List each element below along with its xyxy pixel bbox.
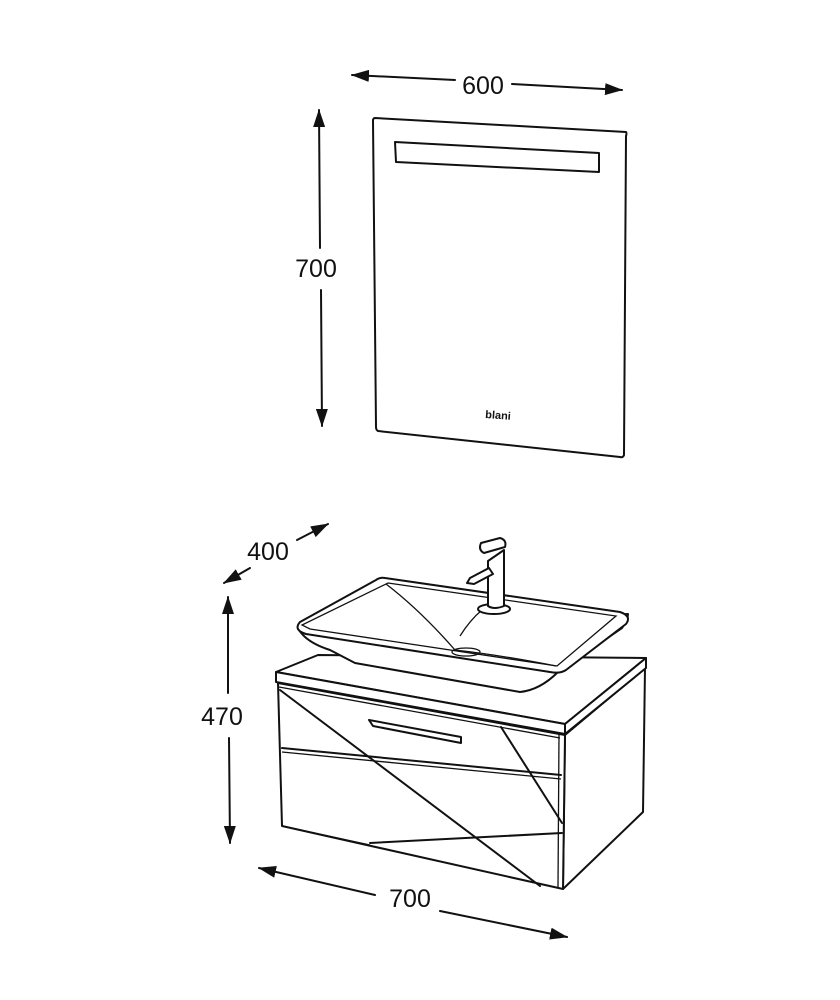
vessel-basin	[296, 576, 629, 693]
vanity-height-label: 470	[201, 703, 243, 731]
led-light-strip	[394, 141, 600, 173]
drawer-divider	[281, 747, 562, 776]
vanity-depth-arrow-front	[223, 567, 251, 584]
decorative-grooves	[279, 689, 563, 887]
mirror-height-dimension: 700	[295, 109, 337, 427]
vanity-width-arrow-right	[439, 910, 568, 940]
vanity-width-label: 700	[389, 885, 431, 913]
faucet-lever	[479, 537, 507, 554]
vanity-width-arrow-left	[258, 866, 376, 896]
mirror-height-label: 700	[295, 255, 337, 283]
vanity-depth-arrow-back	[296, 523, 329, 541]
mirror-logo: blani	[485, 409, 511, 423]
drawer-handle	[368, 719, 462, 744]
mirror-height-arrow-up	[313, 109, 326, 249]
vanity-depth-label: 400	[247, 538, 289, 566]
mirror-height-arrow-down	[315, 289, 328, 427]
faucet	[466, 537, 511, 615]
vanity-height-arrow-down	[223, 737, 236, 844]
mirror-width-arrow-left	[351, 69, 456, 82]
mirror-width-arrow-right	[511, 83, 623, 96]
mirror-width-label: 600	[462, 72, 504, 100]
mirror: blani	[372, 117, 628, 459]
vanity-cabinet	[275, 654, 647, 890]
vanity-width-dimension: 700	[258, 866, 568, 940]
faucet-spout	[466, 567, 494, 585]
vanity-height-dimension: 470	[201, 596, 243, 844]
drain	[451, 647, 481, 657]
mirror-width-dimension: 600	[351, 69, 623, 100]
vanity-depth-dimension: 400	[223, 523, 329, 584]
